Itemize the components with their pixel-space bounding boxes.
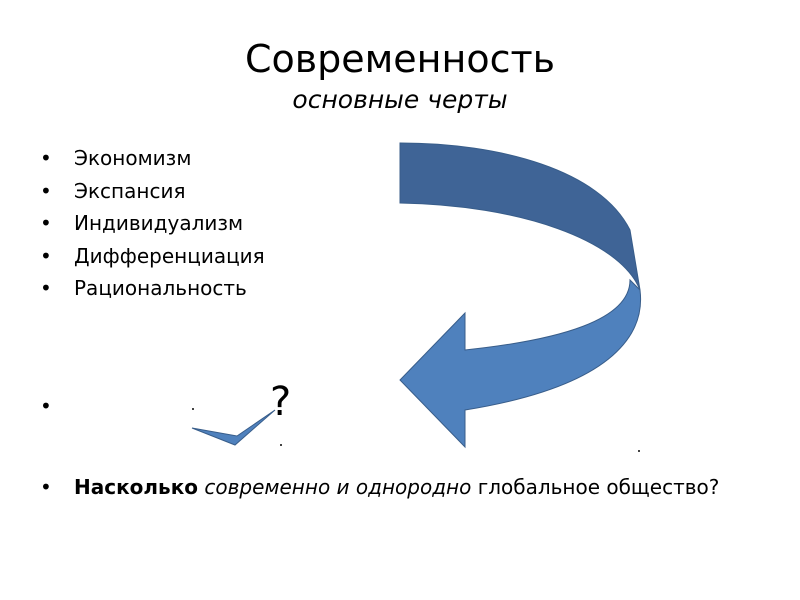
dot-marker bbox=[192, 408, 194, 410]
dot-marker bbox=[280, 444, 282, 446]
bullet-glyph: • bbox=[40, 475, 52, 499]
features-list: Экономизм Экспансия Индивидуализм Диффер… bbox=[40, 142, 265, 305]
slide-subtitle: основные черты bbox=[292, 85, 508, 114]
arrow-lower-band bbox=[399, 278, 642, 449]
question-mark: ? bbox=[270, 379, 292, 425]
question-bold: Насколько bbox=[74, 475, 199, 499]
checkmark-shape bbox=[191, 409, 276, 446]
feature-item: Экспансия bbox=[40, 175, 265, 208]
question-bullet: • Насколько современно и однородно глоба… bbox=[40, 474, 720, 501]
feature-item: Дифференциация bbox=[40, 240, 265, 273]
question-italic: современно и однородно bbox=[204, 475, 472, 499]
slide-title: Современность bbox=[244, 37, 556, 81]
dot-marker bbox=[638, 450, 640, 452]
question-text: Насколько современно и однородно глобаль… bbox=[40, 474, 720, 501]
feature-item: Экономизм bbox=[40, 142, 265, 175]
feature-item: Рациональность bbox=[40, 272, 265, 305]
question-rest: глобальное общество? bbox=[477, 475, 720, 499]
empty-bullet: • bbox=[40, 394, 52, 418]
feature-item: Индивидуализм bbox=[40, 207, 265, 240]
